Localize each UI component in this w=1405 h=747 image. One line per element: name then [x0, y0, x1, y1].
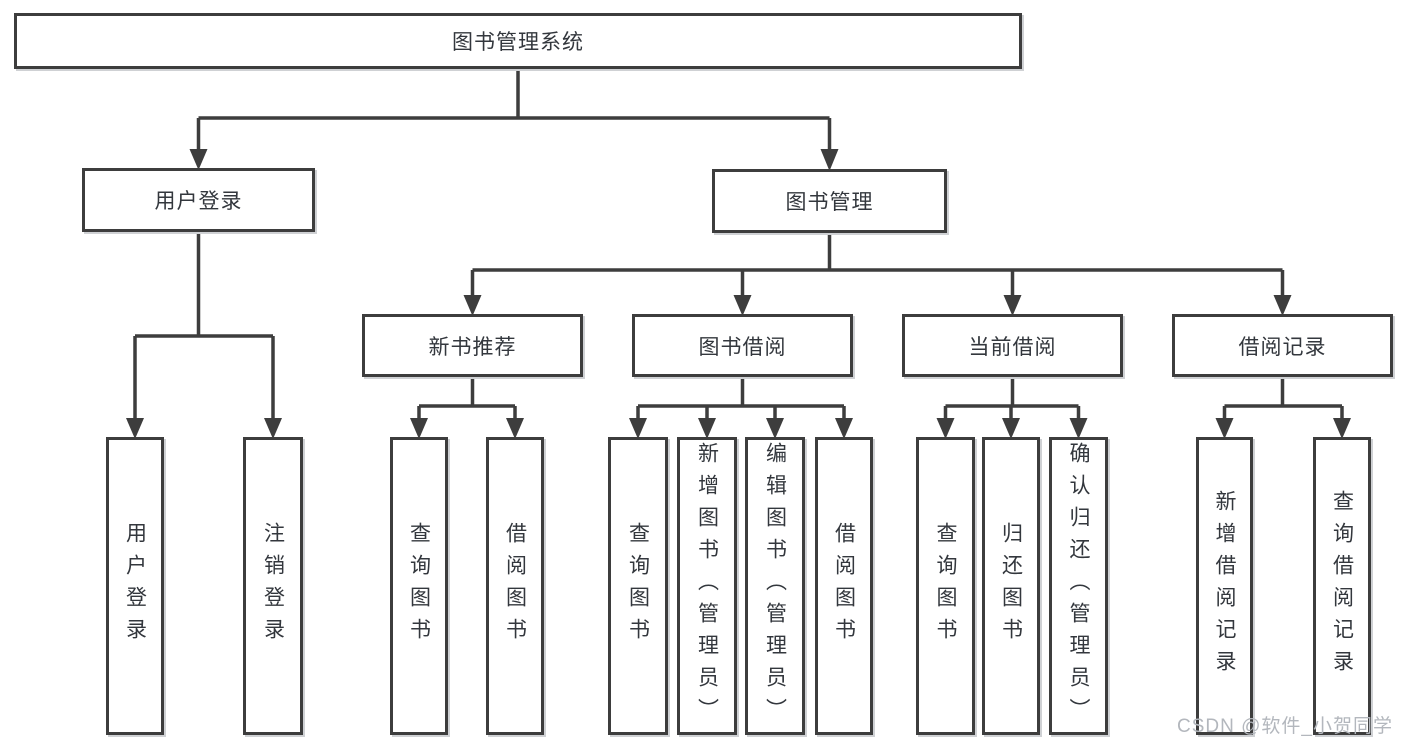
leaf-user-login: 用户登录: [106, 437, 164, 735]
leaf-borrow-add-books-admin: 新增图书（管理员）: [677, 437, 737, 735]
node-borrow-records: 借阅记录: [1172, 314, 1393, 377]
leaf-current-return-books: 归还图书: [982, 437, 1040, 735]
node-user-login-label: 用户登录: [154, 190, 243, 213]
connector-recommend-to-leaves: [417, 377, 517, 421]
leaf-borrow-query-books: 查询图书: [608, 437, 668, 735]
leaf-current-return-books-label: 归还图书: [999, 522, 1023, 650]
leaf-borrow-borrow-books: 借阅图书: [815, 437, 873, 735]
leaf-user-login-label: 用户登录: [123, 522, 147, 650]
csdn-watermark: CSDN @软件_小贺同学: [1177, 716, 1393, 737]
node-user-login: 用户登录: [82, 168, 315, 232]
leaf-query-borrow-record-label: 查询借阅记录: [1330, 490, 1354, 682]
leaf-logout: 注销登录: [243, 437, 303, 735]
leaf-add-borrow-record-label: 新增借阅记录: [1213, 490, 1236, 682]
connector-login-to-leaves: [133, 232, 275, 421]
node-new-book-recommend: 新书推荐: [362, 314, 583, 377]
leaf-logout-label: 注销登录: [261, 522, 285, 650]
leaf-borrow-query-books-label: 查询图书: [626, 522, 650, 650]
arrowheads: [126, 149, 1351, 439]
node-current-borrow-label: 当前借阅: [968, 335, 1057, 359]
node-borrow-records-label: 借阅记录: [1238, 335, 1327, 359]
leaf-borrow-add-books-admin-label: 新增图书（管理员）: [695, 442, 719, 730]
leaf-query-borrow-record: 查询借阅记录: [1313, 437, 1371, 735]
connector-root-to-level2: [196, 69, 832, 152]
leaf-recommend-borrow-books: 借阅图书: [486, 437, 544, 735]
leaf-borrow-edit-books-admin-label: 编辑图书（管理员）: [763, 442, 787, 730]
node-book-manage-label: 图书管理: [785, 191, 874, 214]
leaf-current-confirm-return-admin-label: 确认归还（管理员）: [1067, 442, 1090, 730]
leaf-current-query-books: 查询图书: [916, 437, 975, 735]
node-book-manage: 图书管理: [712, 169, 947, 233]
leaf-borrow-borrow-books-label: 借阅图书: [832, 522, 856, 650]
connector-manage-to-level3: [470, 233, 1285, 298]
node-book-borrow: 图书借阅: [632, 314, 853, 377]
connector-current-to-leaves: [943, 377, 1081, 421]
node-current-borrow: 当前借阅: [902, 314, 1123, 377]
node-root-label: 图书管理系统: [452, 31, 584, 54]
connector-borrow-to-leaves: [636, 377, 846, 421]
leaf-recommend-query-books-label: 查询图书: [407, 522, 431, 650]
leaf-recommend-query-books: 查询图书: [390, 437, 448, 735]
leaf-borrow-edit-books-admin: 编辑图书（管理员）: [745, 437, 805, 735]
connector-records-to-leaves: [1222, 377, 1344, 421]
leaf-add-borrow-record: 新增借阅记录: [1196, 437, 1253, 735]
node-book-borrow-label: 图书借阅: [698, 335, 787, 359]
node-new-book-recommend-label: 新书推荐: [428, 335, 517, 359]
node-root: 图书管理系统: [14, 13, 1022, 69]
leaf-current-query-books-label: 查询图书: [934, 522, 957, 650]
leaf-recommend-borrow-books-label: 借阅图书: [503, 522, 527, 650]
leaf-current-confirm-return-admin: 确认归还（管理员）: [1049, 437, 1108, 735]
